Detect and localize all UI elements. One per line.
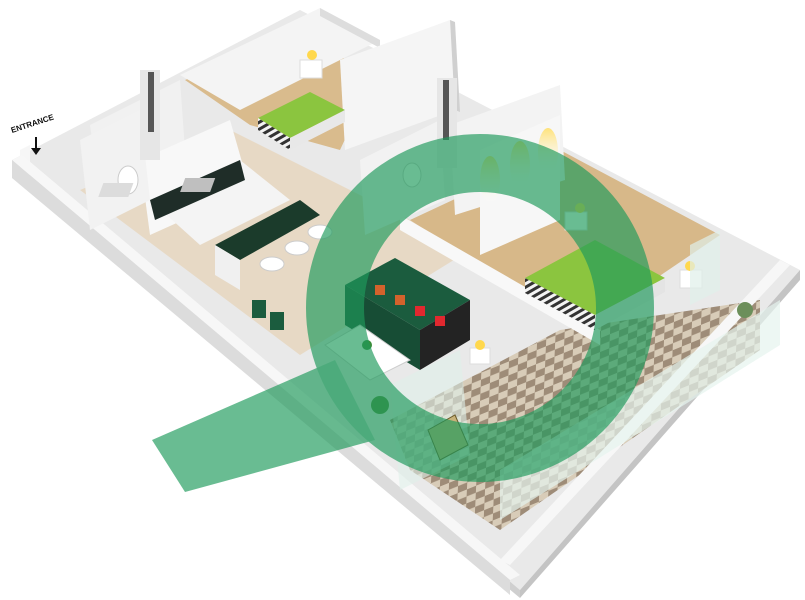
arrow-down-icon	[31, 137, 41, 155]
search-watermark-icon	[152, 134, 654, 492]
bathroom-left	[80, 70, 160, 230]
entrance-label: ENTRANCE	[10, 112, 56, 134]
outer-walls	[12, 8, 790, 595]
bedroom-1	[258, 50, 345, 150]
